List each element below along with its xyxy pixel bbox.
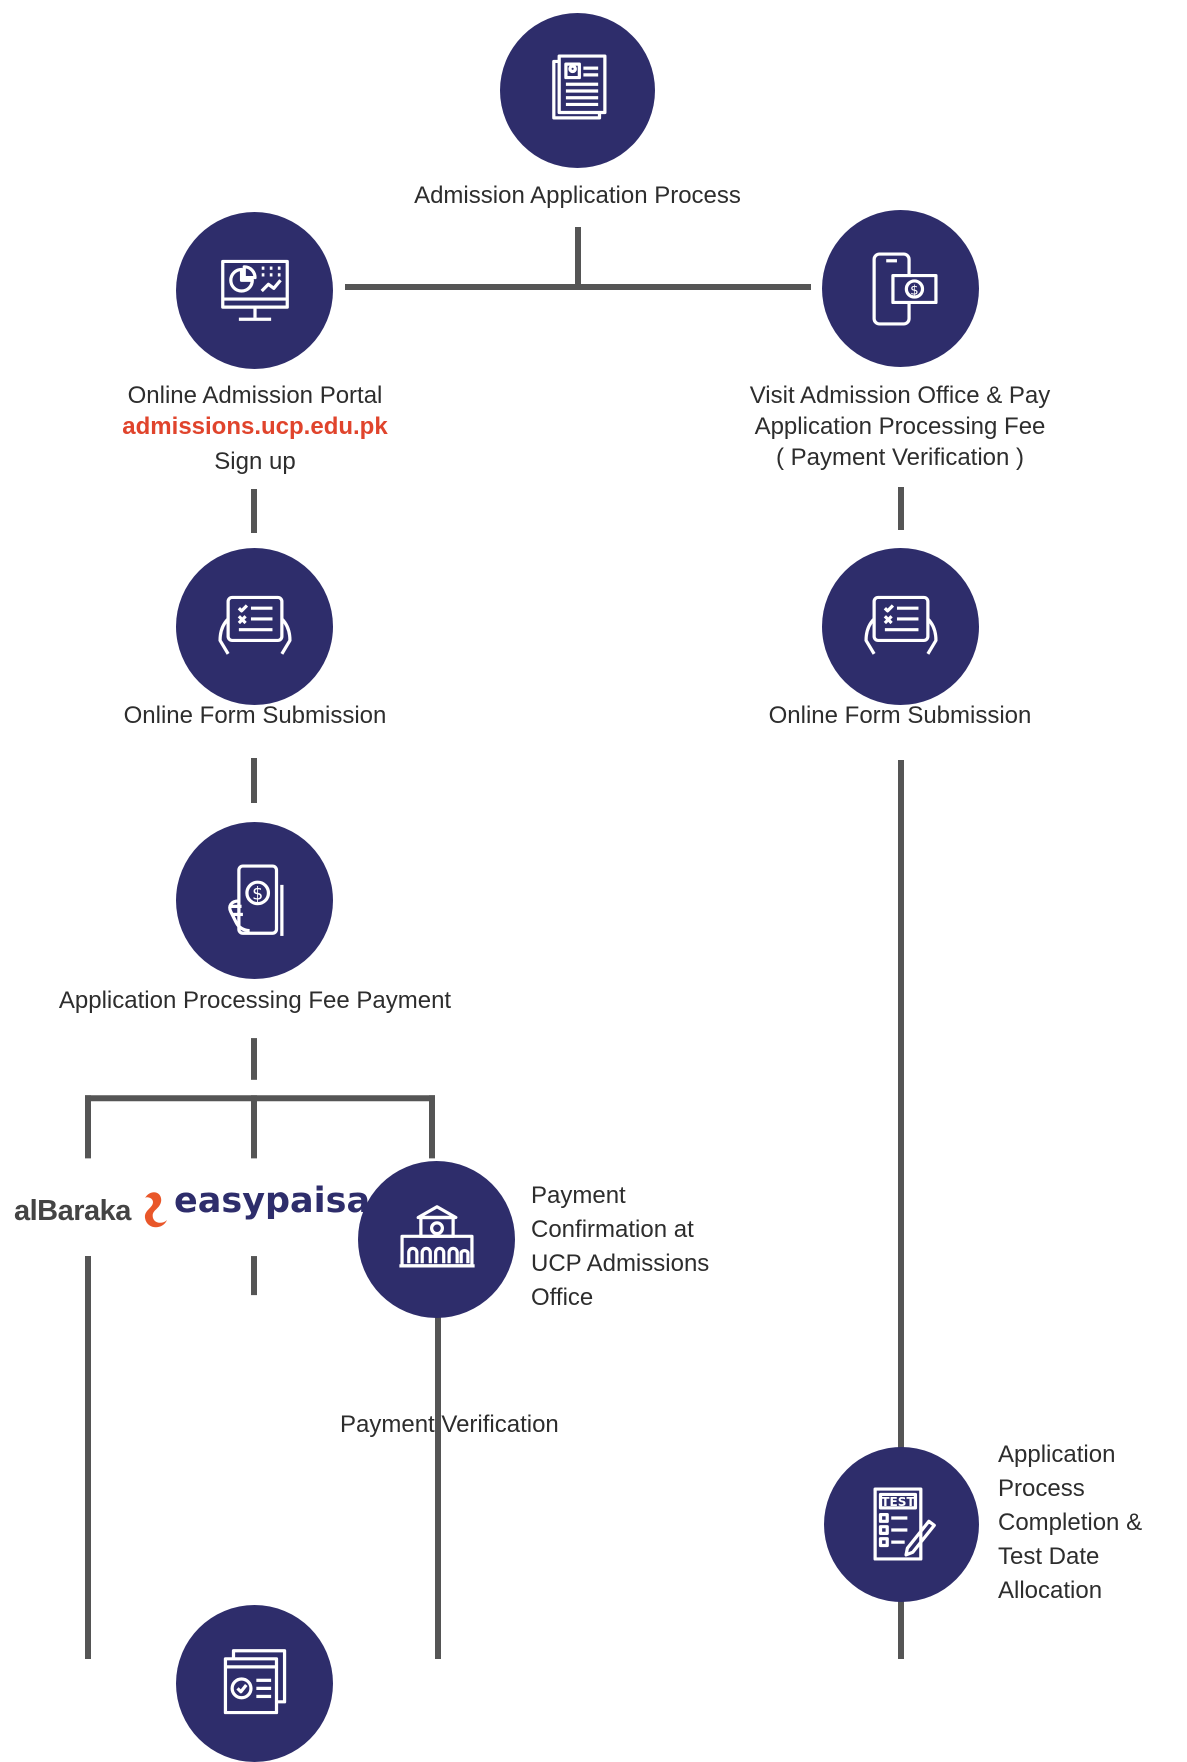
visit-office-line3: ( Payment Verification ) <box>775 444 1025 471</box>
computer-dashboard-icon <box>220 259 289 321</box>
tablet-checklist-icon <box>863 595 938 655</box>
mobile-payment-icon: $ <box>872 251 938 326</box>
verified-document-icon <box>223 1649 286 1715</box>
completion-line5: Allocation <box>998 1576 1103 1604</box>
svg-text:$: $ <box>910 283 919 298</box>
node-online-admission-portal <box>176 212 333 369</box>
test-text: TEST <box>881 1495 915 1509</box>
completion-line1: Application <box>998 1440 1116 1468</box>
bank-building-icon <box>398 1205 475 1268</box>
online-form-submission-right-label: Online Form Submission <box>768 702 1032 729</box>
admission-application-process-label: Admission Application Process <box>414 182 741 209</box>
visit-office-line2: Application Processing Fee <box>754 413 1046 440</box>
node-payment-verification <box>176 1604 333 1762</box>
tablet-checklist-icon <box>217 595 292 655</box>
connector-lines <box>85 227 904 1659</box>
online-admission-portal-label: Online Admission Portal admissions.ucp.e… <box>60 380 450 477</box>
sign-up-text: Sign up <box>214 448 296 475</box>
node-application-processing-fee-payment: $ <box>176 822 333 979</box>
visit-office-line1: Visit Admission Office & Pay <box>749 382 1051 409</box>
application-processing-fee-payment-label: Application Processing Fee Payment <box>58 987 452 1014</box>
ucp-office-line3: UCP Admissions <box>531 1249 710 1277</box>
ucp-office-line4: Office <box>531 1283 594 1311</box>
completion-line4: Test Date <box>998 1542 1100 1570</box>
completion-line3: Completion & <box>998 1508 1143 1536</box>
albaraka-text: alBaraka <box>14 1194 131 1227</box>
application-document-icon <box>551 53 606 119</box>
ucp-office-line2: Confirmation at <box>531 1215 694 1243</box>
admissions-portal-link[interactable]: admissions.ucp.edu.pk <box>122 413 388 440</box>
completion-line2: Process <box>998 1474 1085 1502</box>
visit-admission-office-label: Visit Admission Office & Pay Application… <box>700 380 1100 473</box>
node-admission-application-process <box>500 13 655 168</box>
easypaisa-logo: easypaisa <box>174 1181 371 1222</box>
albaraka-logo: alBaraka <box>14 1188 173 1228</box>
node-online-form-submission-left <box>176 548 333 705</box>
svg-text:$: $ <box>252 884 263 904</box>
node-application-process-completion: TEST <box>824 1446 979 1602</box>
payment-verification-label: Payment Verification <box>340 1411 559 1439</box>
node-visit-admission-office: $ <box>822 210 979 367</box>
portal-title: Online Admission Portal <box>127 382 383 409</box>
online-form-submission-left-label: Online Form Submission <box>123 702 387 729</box>
albaraka-mark-icon <box>144 1191 167 1227</box>
node-online-form-submission-right <box>822 548 979 705</box>
ucp-admissions-office-label: Payment Confirmation at UCP Admissions O… <box>531 1179 709 1315</box>
ucp-office-line1: Payment <box>531 1181 626 1209</box>
application-process-completion-label: Application Process Completion & Test Da… <box>998 1438 1142 1608</box>
node-ucp-admissions-office <box>358 1160 515 1318</box>
hand-phone-dollar-icon: $ <box>227 863 283 936</box>
test-paper-icon: TEST <box>873 1487 936 1561</box>
